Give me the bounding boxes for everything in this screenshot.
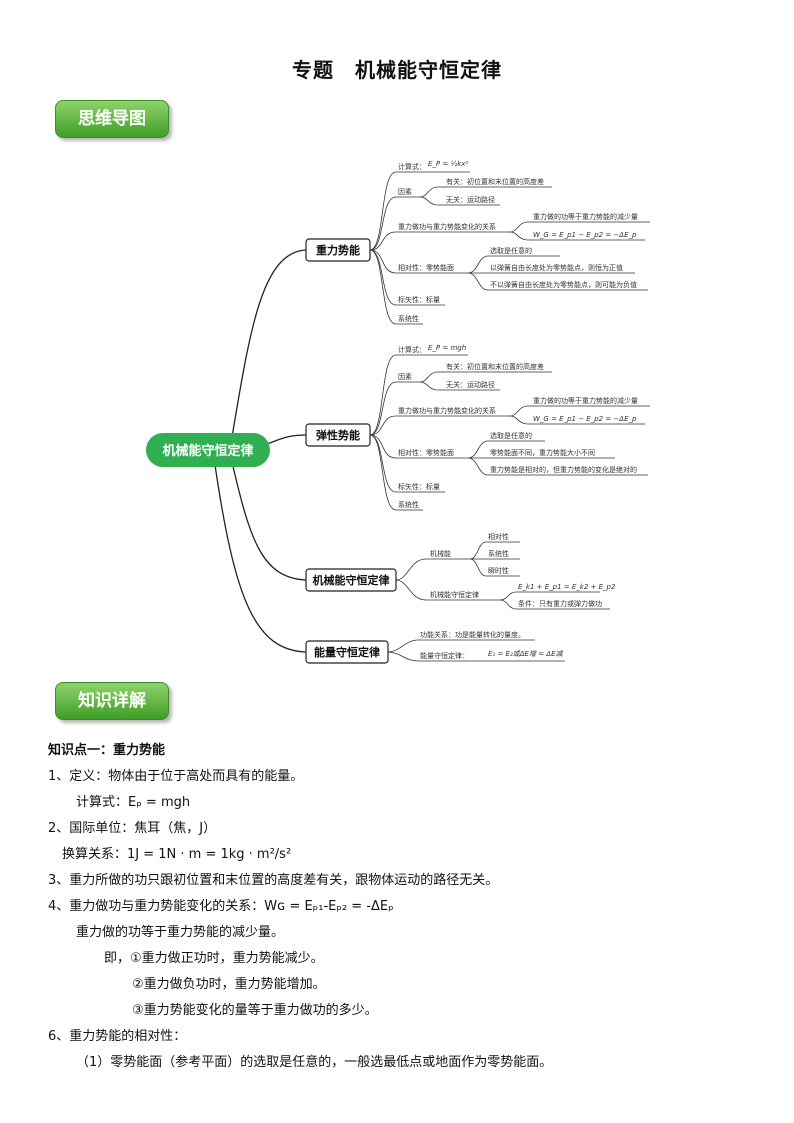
b2-calc: 计算式： <box>398 345 426 354</box>
b1-related: 有关：初位置和末位置的高度差 <box>446 177 544 186</box>
page-title: 专题 机械能守恒定律 <box>292 58 502 82</box>
b1-rel-2: 以弹簧自由长度处为零势能点，则恒为正值 <box>490 263 623 272</box>
b3-mech: 机械能 <box>430 549 451 558</box>
knowledge-content: 知识点一：重力势能 1、定义：物体由于位于高处而具有的能量。 计算式：Eₚ = … <box>48 738 768 1076</box>
b4-func: 功能关系：功是能量转化的量度。 <box>420 630 525 639</box>
b2-calc-formula: E_P = mgh <box>428 344 466 352</box>
b1-system: 系统性 <box>398 314 419 323</box>
b2-scalar: 标矢性：标量 <box>398 482 440 491</box>
b1-rel-1: 选取是任意的 <box>490 246 532 255</box>
branch-label-3: 机械能守恒定律 <box>313 573 390 587</box>
branch-label-2: 弹性势能 <box>316 428 360 442</box>
point-heading: 知识点一：重力势能 <box>48 743 166 758</box>
b2-related: 有关：初位置和末位置的高度差 <box>446 362 544 371</box>
line-formula: 计算式：Eₚ = mgh <box>76 795 191 810</box>
b2-unrelated: 无关：运动路径 <box>446 380 495 389</box>
b1-relativity: 相对性：零势能面 <box>398 263 454 272</box>
b1-calc: 计算式： <box>398 162 426 171</box>
b1-work-rel-2: W_G = E_p1 − E_p2 = −ΔE_p <box>533 231 637 239</box>
b2-rel-2: 零势能面不同，重力势能大小不同 <box>490 448 595 457</box>
b3-l2: 条件：只有重力或弹力做功 <box>518 599 602 608</box>
line-conversion: 换算关系：1J = 1N · m = 1kg · m²/s² <box>62 847 292 862</box>
branch-label-4: 能量守恒定律 <box>314 645 380 659</box>
b3-m2: 系统性 <box>488 549 509 558</box>
b3-m1: 相对性 <box>488 532 509 541</box>
line-definition: 1、定义：物体由于位于高处而具有的能量。 <box>48 769 304 784</box>
mind-map: 机械能守恒定律 重力势能 弹性势能 机械能守恒定律 能量守恒定律 计算式： E_… <box>146 160 650 664</box>
b2-system: 系统性 <box>398 500 419 509</box>
b4-law: 能量守恒定律： <box>420 651 469 660</box>
b2-relativity: 相对性：零势能面 <box>398 448 454 457</box>
b3-m3: 瞬时性 <box>488 566 509 575</box>
line-case-3: ③重力势能变化的量等于重力做功的多少。 <box>132 1003 378 1018</box>
line-case-1: 即，①重力做正功时，重力势能减少。 <box>104 951 324 966</box>
b3-l1: E_k1 + E_p1 = E_k2 + E_p2 <box>518 583 616 591</box>
knowledge-badge: 知识详解 <box>55 682 169 720</box>
b4-law-formula: E₁ = E₂或ΔE增 = ΔE减 <box>488 650 564 658</box>
branch-box-4 <box>305 640 389 664</box>
b2-rel-3: 重力势能是相对的，但重力势能的变化是绝对的 <box>490 465 637 474</box>
center-node-label: 机械能守恒定律 <box>162 443 253 459</box>
branch-box-2 <box>305 423 371 447</box>
line-work-equals: 重力做的功等于重力势能的减少量。 <box>76 925 285 940</box>
b2-work-rel-1: 重力做的功等于重力势能的减少量 <box>533 396 638 405</box>
b1-unrelated: 无关：运动路径 <box>446 195 495 204</box>
line-relativity-1: （1）零势能面（参考平面）的选取是任意的，一般选最低点或地面作为零势能面。 <box>76 1055 553 1070</box>
b2-rel-1: 选取是任意的 <box>490 431 532 440</box>
b1-rel-3: 不以弹簧自由长度处为零势能点，则可能为负值 <box>490 280 637 289</box>
line-work-path: 3、重力所做的功只跟初位置和末位置的高度差有关，跟物体运动的路径无关。 <box>48 873 499 888</box>
connector-main-4 <box>214 464 307 653</box>
b1-scalar: 标矢性：标量 <box>398 295 440 304</box>
branch-label-1: 重力势能 <box>316 243 360 257</box>
branch-box-3 <box>305 568 397 592</box>
line-work-relation: 4、重力做功与重力势能变化的关系：Wɢ = Eₚ₁-Eₚ₂ = -ΔEₚ <box>48 899 394 914</box>
b1-factors: 因素 <box>398 187 412 196</box>
line-case-2: ②重力做负功时，重力势能增加。 <box>132 977 326 992</box>
connector-main-1 <box>231 249 307 438</box>
branch-box-1 <box>305 238 371 262</box>
line-relativity: 6、重力势能的相对性： <box>48 1029 187 1044</box>
b1-work-rel: 重力做功与重力势能变化的关系 <box>398 222 496 231</box>
b2-work-rel: 重力做功与重力势能变化的关系 <box>398 406 496 415</box>
b1-work-rel-1: 重力做的功等于重力势能的减少量 <box>533 212 638 221</box>
line-unit: 2、国际单位：焦耳（焦，J） <box>48 821 217 836</box>
mindmap-badge: 思维导图 <box>55 100 169 138</box>
b3-law: 机械能守恒定律 <box>430 590 479 599</box>
b2-factors: 因素 <box>398 372 412 381</box>
center-node <box>146 433 270 467</box>
connector-main-3 <box>231 461 307 581</box>
b2-work-rel-2: W_G = E_p1 − E_p2 = −ΔE_p <box>533 415 637 423</box>
b1-calc-formula: E_P = ½kx² <box>428 160 468 168</box>
